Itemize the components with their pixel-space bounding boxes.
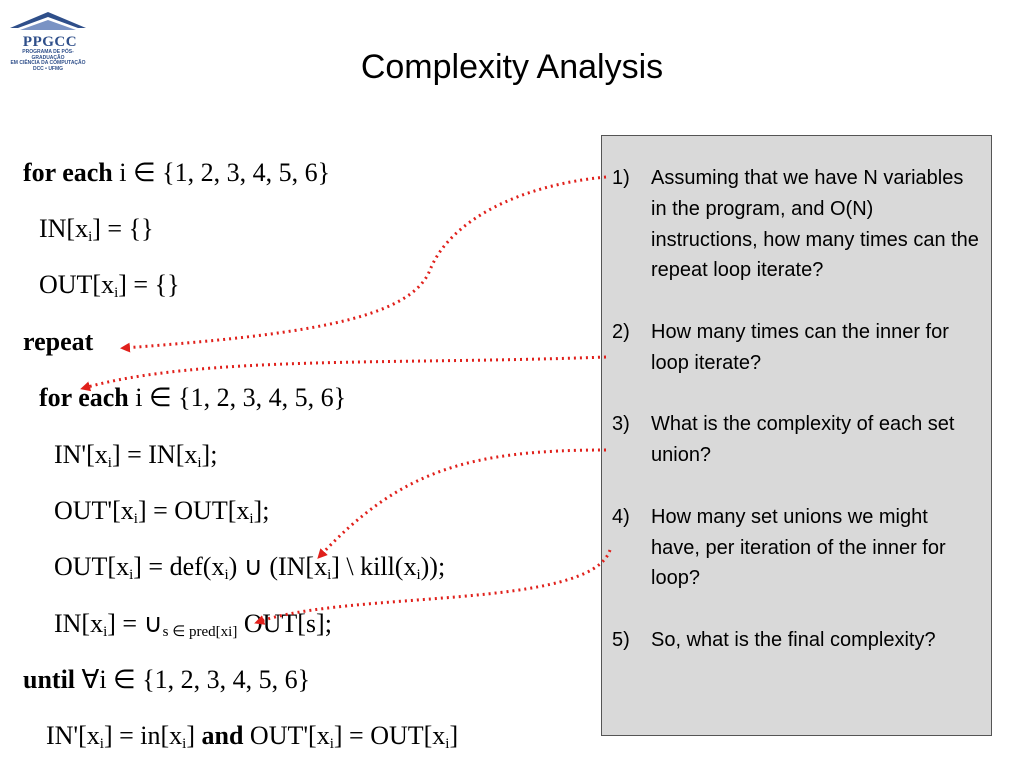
question-number: 2) — [612, 320, 630, 343]
code-line-10: until ∀i ∈ {1, 2, 3, 4, 5, 6} — [23, 665, 311, 694]
code-line-11: IN'[xi] = in[xi] and OUT'[xi] = OUT[xi] — [46, 721, 459, 752]
question-item-2: 2) How many times can the inner for loop… — [612, 317, 982, 379]
code-line-2: IN[xi] = {} — [39, 214, 154, 245]
arrow-q1-to-repeat — [120, 175, 607, 353]
questions-list: 1) Assuming that we have N variables in … — [612, 163, 982, 687]
code-line-5: for each i ∈ {1, 2, 3, 4, 5, 6} — [39, 383, 347, 412]
code-line-9: IN[xi] = ∪s ∈ pred[xi] OUT[s]; — [54, 609, 332, 640]
code-line-6: IN'[xi] = IN[xi]; — [54, 440, 218, 471]
question-text: How many set unions we might have, per i… — [651, 505, 946, 590]
question-number: 1) — [612, 167, 630, 189]
logo-roof-icon — [10, 12, 86, 30]
question-text: Assuming that we have N variables in the… — [651, 167, 979, 282]
code-line-4: repeat — [23, 327, 94, 356]
question-text: What is the complexity of each set union… — [651, 413, 955, 467]
question-number: 4) — [612, 505, 630, 528]
code-line-8: OUT[xi] = def(xi) ∪ (IN[xi] \ kill(xi)); — [54, 552, 446, 583]
ppgcc-logo: PPGCC PROGRAMA DE PÓS-GRADUAÇÃO EM CIÊNC… — [6, 8, 90, 71]
code-line-7: OUT'[xi] = OUT[xi]; — [54, 496, 270, 527]
question-item-5: 5) So, what is the final complexity? — [612, 625, 982, 656]
logo-name: PPGCC — [22, 34, 78, 50]
arrow-q3-to-union — [317, 448, 607, 559]
slide-title: Complexity Analysis — [360, 48, 664, 86]
code-line-1: for each i ∈ {1, 2, 3, 4, 5, 6} — [23, 158, 331, 187]
question-item-1: 1) Assuming that we have N variables in … — [612, 163, 982, 286]
question-text: How many times can the inner for loop it… — [651, 320, 949, 374]
question-number: 5) — [612, 628, 630, 651]
question-item-3: 3) What is the complexity of each set un… — [612, 409, 982, 471]
logo-subtitle: PROGRAMA DE PÓS-GRADUAÇÃO EM CIÊNCIA DA … — [10, 49, 86, 72]
question-number: 3) — [612, 413, 630, 436]
code-line-3: OUT[xi] = {} — [39, 270, 180, 301]
questions-box: 1) Assuming that we have N variables in … — [601, 135, 992, 736]
question-item-4: 4) How many set unions we might have, pe… — [612, 502, 982, 594]
question-text: So, what is the final complexity? — [651, 628, 936, 651]
